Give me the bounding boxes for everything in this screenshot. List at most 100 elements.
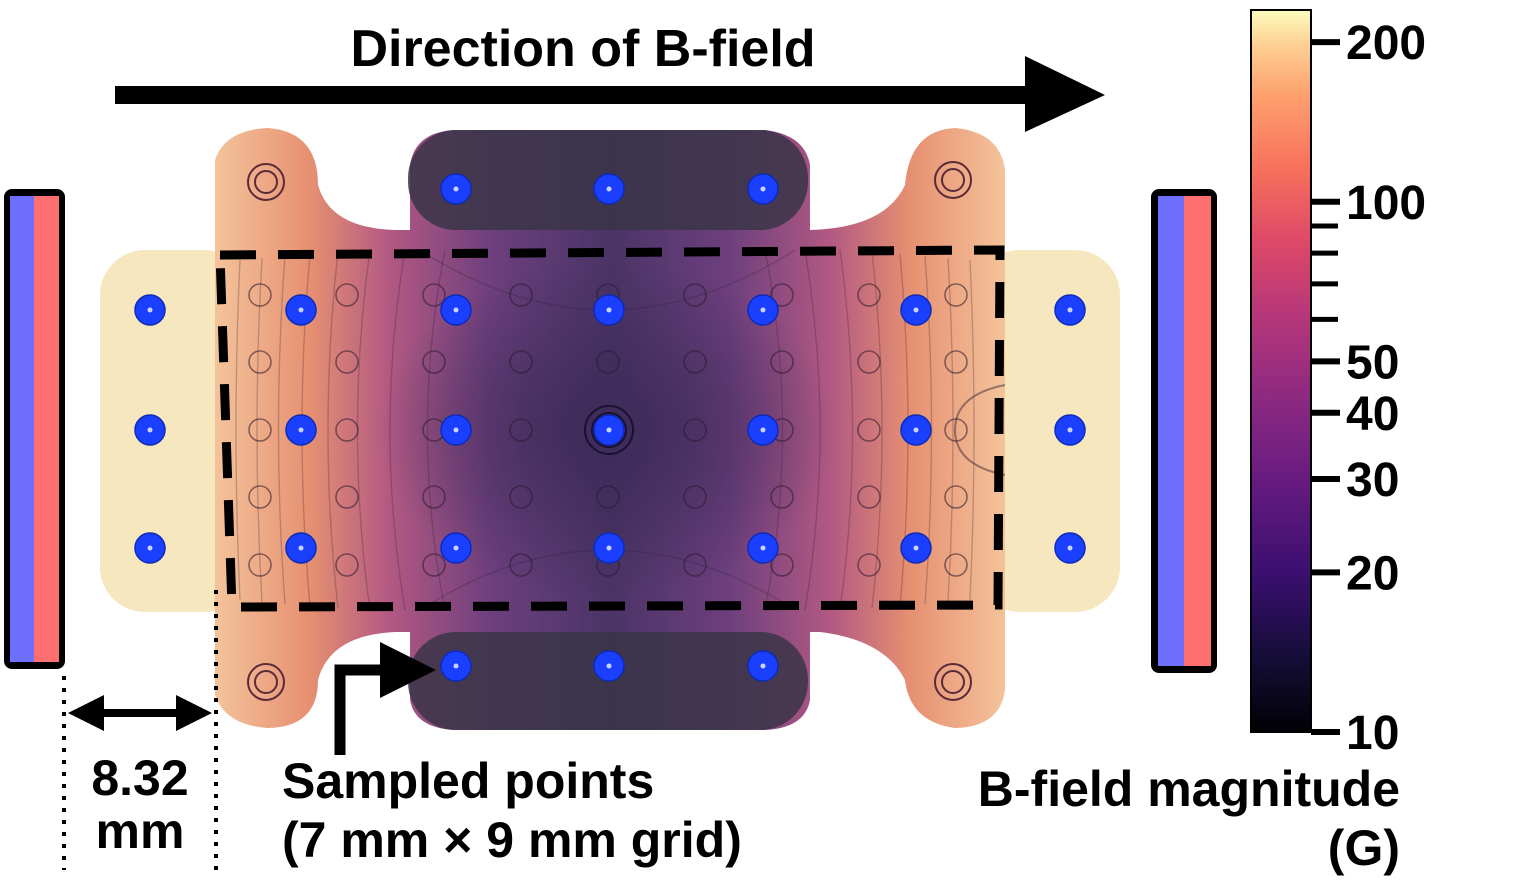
- colorbar-tick-label: 10: [1346, 707, 1399, 760]
- grid-hole: [770, 283, 794, 307]
- grid-hole: [248, 283, 272, 307]
- sampled-point: [1054, 294, 1086, 326]
- sampled-point: [747, 173, 779, 205]
- sampled-point: [134, 532, 166, 564]
- grid-hole: [509, 350, 533, 374]
- dimension-unit: mm: [96, 803, 185, 859]
- grid-hole: [248, 350, 272, 374]
- magnet-north-strip: [1158, 196, 1184, 666]
- magnet-north-strip: [10, 196, 34, 662]
- grid-hole: [683, 553, 707, 577]
- elbow-arrow-icon: [334, 642, 436, 755]
- sampled-point: [440, 414, 472, 446]
- sampled-point: [134, 414, 166, 446]
- sampled-point: [593, 173, 625, 205]
- grid-hole: [509, 485, 533, 509]
- colorbar-tick-label: 40: [1346, 388, 1399, 441]
- sampled-point: [747, 532, 779, 564]
- magnet-south-strip: [1184, 196, 1211, 666]
- sampled-point: [747, 650, 779, 682]
- colorbar-tick-label: 30: [1346, 454, 1399, 507]
- sampled-points-label: Sampled points: [282, 753, 654, 809]
- grid-hole: [770, 350, 794, 374]
- grid-hole: [248, 485, 272, 509]
- dimension-value: 8.32: [91, 750, 188, 806]
- sampled-point: [747, 414, 779, 446]
- grid-hole: [857, 283, 881, 307]
- sampled-points: [134, 173, 1086, 682]
- right-notch: [953, 384, 1006, 476]
- sampled-point: [1054, 532, 1086, 564]
- grid-hole: [335, 418, 359, 442]
- grid-hole: [596, 485, 620, 509]
- sampled-point: [900, 294, 932, 326]
- grid-hole: [335, 350, 359, 374]
- colorbar-tick-label: 200: [1346, 17, 1426, 70]
- colorbar-tick-label: 20: [1346, 547, 1399, 600]
- grid-hole: [422, 553, 446, 577]
- grid-hole: [857, 418, 881, 442]
- grid-hole: [509, 553, 533, 577]
- sampled-point: [285, 294, 317, 326]
- grid-hole: [422, 283, 446, 307]
- sampled-point: [900, 414, 932, 446]
- sampled-point: [593, 650, 625, 682]
- colorbar-tick-label: 100: [1346, 177, 1426, 230]
- grid-hole: [944, 553, 968, 577]
- grid-hole: [770, 553, 794, 577]
- screw-holes: [247, 161, 972, 701]
- sampled-point: [440, 532, 472, 564]
- grid-hole: [335, 283, 359, 307]
- grid-hole: [509, 283, 533, 307]
- grid-hole: [422, 350, 446, 374]
- sampled-point: [747, 294, 779, 326]
- grid-hole: [857, 485, 881, 509]
- grid-hole: [683, 283, 707, 307]
- grid-hole: [509, 418, 533, 442]
- sampled-point: [285, 532, 317, 564]
- sampled-point: [593, 414, 625, 446]
- grid-hole: [683, 485, 707, 509]
- sampled-point: [285, 414, 317, 446]
- grid-hole: [683, 350, 707, 374]
- colorbar-tick-label: 50: [1346, 336, 1399, 389]
- sampled-point: [900, 532, 932, 564]
- grid-hole: [422, 485, 446, 509]
- sampled-points-grid-label: (7 mm × 9 mm grid): [282, 812, 742, 868]
- grid-hole: [335, 553, 359, 577]
- center-boss: [584, 405, 634, 455]
- grid-holes: [248, 283, 968, 577]
- grid-hole: [944, 350, 968, 374]
- right-end-tab: [975, 250, 1120, 612]
- grid-hole: [596, 350, 620, 374]
- arrow-right-icon: [115, 56, 1105, 132]
- magnet-south-strip: [34, 196, 59, 662]
- right-magnet: [1151, 189, 1217, 673]
- grid-hole: [335, 485, 359, 509]
- double-arrow-icon: [68, 695, 212, 731]
- dimension-guides: [62, 590, 218, 870]
- sampled-region-outline: [215, 245, 1005, 612]
- title-text: Direction of B-field: [350, 20, 815, 78]
- sampled-point: [440, 294, 472, 326]
- grid-hole: [248, 553, 272, 577]
- sampled-point: [440, 650, 472, 682]
- grid-hole: [248, 418, 272, 442]
- grid-hole: [944, 418, 968, 442]
- grid-hole: [770, 485, 794, 509]
- colorbar-label: B-field magnitude: [978, 761, 1400, 817]
- sampled-point: [593, 294, 625, 326]
- sampled-point: [134, 294, 166, 326]
- sampled-point: [593, 532, 625, 564]
- grid-hole: [944, 485, 968, 509]
- sampled-point: [440, 173, 472, 205]
- left-end-tab: [100, 250, 250, 612]
- grid-hole: [857, 553, 881, 577]
- sampled-point: [1054, 414, 1086, 446]
- colorbar-unit: (G): [1328, 820, 1400, 876]
- grid-hole: [857, 350, 881, 374]
- grid-hole: [944, 283, 968, 307]
